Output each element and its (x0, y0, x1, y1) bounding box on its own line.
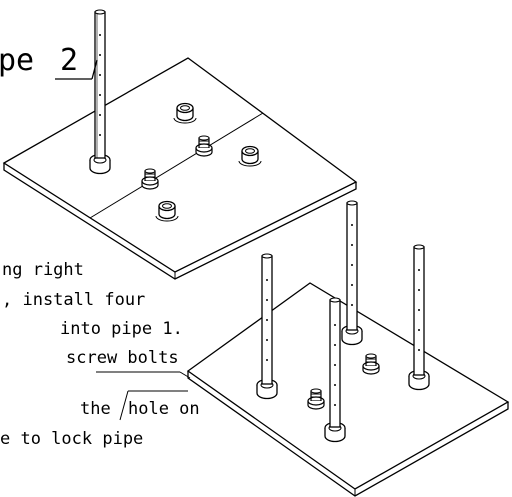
instruction-line-4: screw bolts (66, 348, 179, 368)
instruction-line-5a: the (80, 399, 111, 419)
top-assembly: pe 2 (0, 9, 358, 280)
pipe-label: pe (0, 43, 34, 78)
pipe-number: 2 (60, 43, 78, 78)
instruction-line-5b: hole on (128, 399, 200, 419)
instruction-text: ng right , install four into pipe 1. scr… (0, 260, 200, 449)
pipe-vertical (94, 11, 106, 159)
instruction-line-2: , install four (2, 290, 145, 310)
text-leader-lines (96, 371, 191, 421)
label-leader-line (91, 59, 98, 80)
bottom-assembly (186, 200, 510, 497)
pipe-back (346, 202, 358, 331)
pipe-front (329, 299, 341, 428)
instruction-line-1: ng right (2, 260, 84, 280)
top-plate (2, 57, 358, 273)
instruction-line-3: into pipe 1. (60, 319, 183, 339)
instruction-line-6: e to lock pipe (0, 429, 143, 449)
plate-seam (89, 112, 264, 219)
